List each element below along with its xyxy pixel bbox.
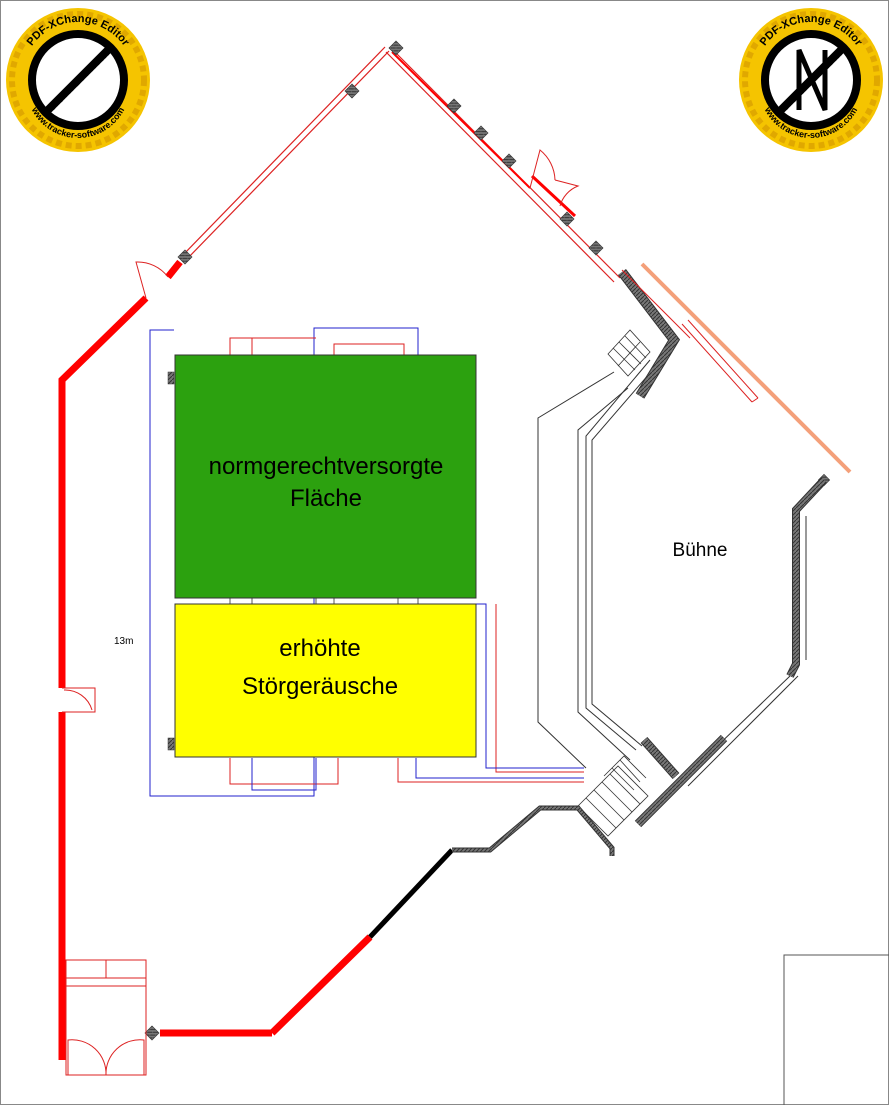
zone-noise-label-line2: Störgeräusche xyxy=(242,673,398,700)
black-wall-segment xyxy=(368,848,454,939)
page-corner-frame xyxy=(783,954,889,1105)
glazed-wall xyxy=(181,46,621,283)
stairs-top xyxy=(607,329,651,377)
dimension-label: 13m xyxy=(114,636,133,647)
wall-stub xyxy=(165,259,183,280)
zone-standard-coverage xyxy=(174,354,477,599)
left-wall-upper xyxy=(58,295,149,688)
watermark-seal-left[interactable]: PDF-XChange Editor www.tracker-software.… xyxy=(6,8,150,152)
outer-walls xyxy=(58,259,454,1060)
stairs-bottom xyxy=(577,755,649,837)
door-top-left xyxy=(135,261,169,299)
cable-runs xyxy=(149,327,584,797)
zone-standard-label-line2: Fläche xyxy=(290,485,362,512)
zone-standard-label-line1: normgerechtversorgte xyxy=(209,453,444,480)
door-left xyxy=(62,687,96,713)
salmon-line xyxy=(640,262,852,474)
outlet-marker-top xyxy=(167,371,175,385)
diagonal-wall xyxy=(269,934,373,1036)
zone-noise-label-line1: erhöhte xyxy=(279,635,360,662)
door-top-right xyxy=(529,149,580,207)
stage: Bühne xyxy=(537,262,852,828)
outlet-marker-bottom xyxy=(167,737,175,751)
entrance xyxy=(65,959,147,1076)
zone-increased-noise xyxy=(174,603,477,758)
watermark-seal-right[interactable]: PDF-XChange Editor www.tracker-software.… xyxy=(739,8,883,152)
stage-label: Bühne xyxy=(673,540,728,561)
doors xyxy=(62,149,580,713)
